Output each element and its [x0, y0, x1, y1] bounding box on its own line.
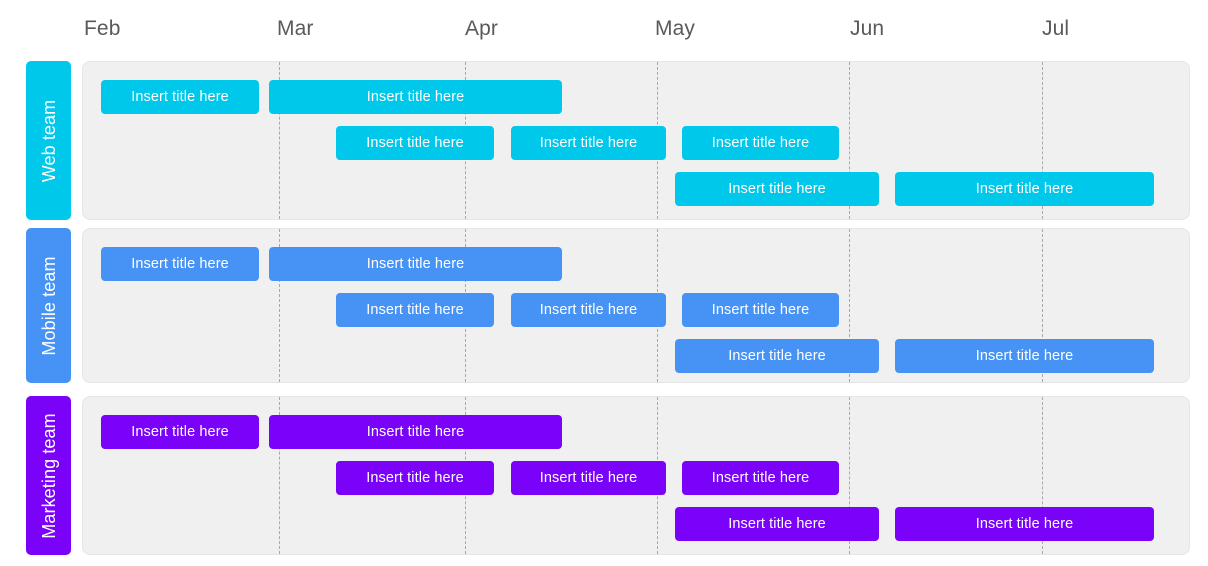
row-tab-marketing-team[interactable]: Marketing team — [26, 396, 71, 555]
gridline-jul — [1042, 397, 1043, 554]
task-bar-label: Insert title here — [711, 470, 810, 486]
month-label-jun: Jun — [850, 17, 885, 40]
task-bar-label: Insert title here — [728, 181, 826, 197]
task-bar[interactable]: Insert title here — [269, 247, 562, 281]
task-bar-label: Insert title here — [728, 348, 826, 364]
row-tab-mobile-team[interactable]: Mobile team — [26, 228, 71, 383]
month-label-feb: Feb — [84, 17, 121, 40]
task-bar[interactable]: Insert title here — [895, 172, 1154, 206]
task-bar[interactable]: Insert title here — [511, 461, 666, 495]
gridline-mar — [279, 62, 280, 219]
task-bar[interactable]: Insert title here — [269, 415, 562, 449]
task-bar[interactable]: Insert title here — [101, 80, 259, 114]
gridline-jul — [1042, 62, 1043, 219]
task-bar-label: Insert title here — [366, 89, 465, 105]
task-bar-label: Insert title here — [366, 470, 464, 486]
task-bar-label: Insert title here — [975, 516, 1074, 532]
row-tab-label-mobile-team: Mobile team — [38, 255, 59, 356]
task-bar-label: Insert title here — [131, 256, 229, 272]
task-bar[interactable]: Insert title here — [895, 507, 1154, 541]
task-bar-label: Insert title here — [366, 135, 464, 151]
gridline-jun — [849, 62, 850, 219]
month-label-may: May — [655, 17, 695, 40]
task-bar[interactable]: Insert title here — [336, 461, 494, 495]
task-bar-label: Insert title here — [366, 256, 465, 272]
task-bar-label: Insert title here — [711, 302, 810, 318]
task-bar[interactable]: Insert title here — [895, 339, 1154, 373]
task-bar-label: Insert title here — [975, 181, 1074, 197]
gridline-jul — [1042, 229, 1043, 382]
task-bar[interactable]: Insert title here — [675, 172, 879, 206]
gridline-jun — [849, 397, 850, 554]
timeline-month-header: Feb Mar Apr May Jun Jul — [0, 0, 1208, 56]
task-bar[interactable]: Insert title here — [682, 293, 839, 327]
task-bar-label: Insert title here — [539, 470, 638, 486]
task-bar-label: Insert title here — [711, 135, 810, 151]
task-bar-label: Insert title here — [366, 424, 465, 440]
row-tab-label-marketing-team: Marketing team — [38, 412, 59, 539]
task-bar[interactable]: Insert title here — [675, 507, 879, 541]
task-bar-label: Insert title here — [366, 302, 464, 318]
gridline-jun — [849, 229, 850, 382]
task-bar[interactable]: Insert title here — [511, 293, 666, 327]
task-bar[interactable]: Insert title here — [101, 415, 259, 449]
task-bar[interactable]: Insert title here — [511, 126, 666, 160]
task-bar-label: Insert title here — [131, 89, 229, 105]
task-bar[interactable]: Insert title here — [336, 293, 494, 327]
task-bar[interactable]: Insert title here — [269, 80, 562, 114]
month-label-mar: Mar — [277, 17, 314, 40]
task-bar-label: Insert title here — [975, 348, 1074, 364]
task-bar[interactable]: Insert title here — [682, 126, 839, 160]
month-label-apr: Apr — [465, 17, 498, 40]
row-tab-web-team[interactable]: Web team — [26, 61, 71, 220]
gridline-mar — [279, 229, 280, 382]
task-bar-label: Insert title here — [131, 424, 229, 440]
task-bar-label: Insert title here — [539, 135, 638, 151]
task-bar-label: Insert title here — [728, 516, 826, 532]
gridline-mar — [279, 397, 280, 554]
row-tab-label-web-team: Web team — [38, 99, 59, 182]
task-bar[interactable]: Insert title here — [682, 461, 839, 495]
task-bar[interactable]: Insert title here — [336, 126, 494, 160]
task-bar[interactable]: Insert title here — [101, 247, 259, 281]
task-bar[interactable]: Insert title here — [675, 339, 879, 373]
month-label-jul: Jul — [1042, 17, 1070, 40]
task-bar-label: Insert title here — [539, 302, 638, 318]
